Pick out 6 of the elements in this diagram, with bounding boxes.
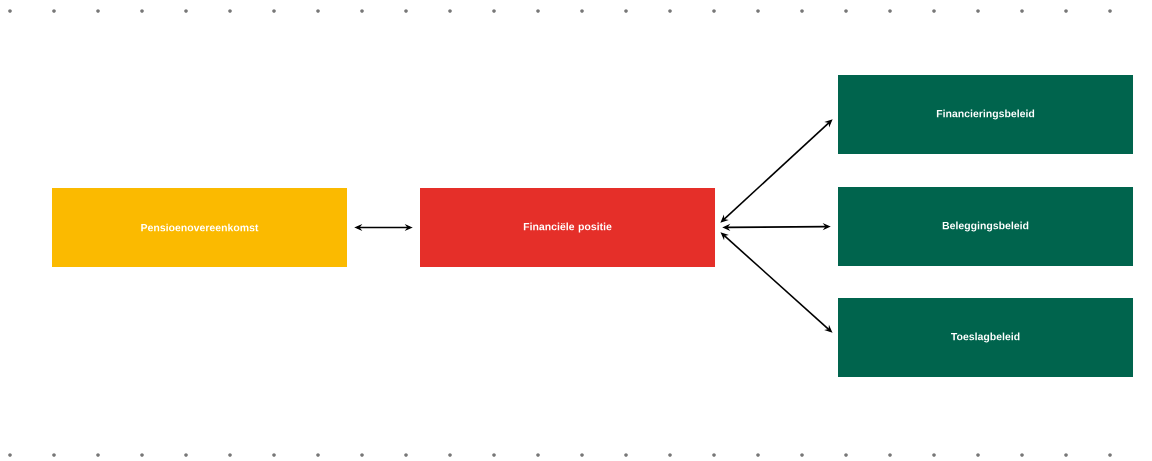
arrow — [720, 119, 833, 223]
position-box: Financiële positie — [420, 188, 715, 267]
policy-box: Beleggingsbeleid — [838, 187, 1133, 266]
policy-box: Toeslagbeleid — [838, 298, 1133, 377]
policy-box: Financieringsbeleid — [838, 75, 1133, 154]
agreement-box: Pensioenovereenkomst — [52, 188, 347, 267]
